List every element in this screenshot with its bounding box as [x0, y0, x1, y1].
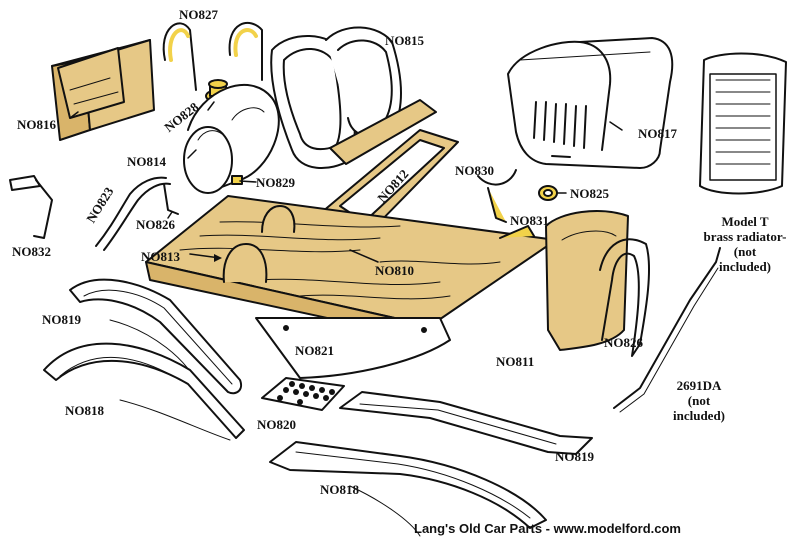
- fender-left: [43, 342, 245, 441]
- fender-right: [269, 441, 547, 537]
- radiator-note-line: (not: [733, 244, 757, 259]
- label-no826-left: NO826: [136, 217, 175, 232]
- leader-lines: [69, 101, 623, 263]
- label-no827: NO827: [179, 7, 218, 22]
- radiator-note-line: Model T: [721, 214, 769, 229]
- tool-box: [51, 39, 155, 141]
- brass-radiator: [699, 52, 787, 195]
- credit-text: Lang's Old Car Parts - www.modelford.com: [414, 521, 681, 536]
- part-2691da-note-line: included): [672, 408, 725, 423]
- label-no832: NO832: [12, 244, 51, 259]
- label-no820: NO820: [257, 417, 296, 432]
- label-no826-right: NO826: [604, 335, 643, 350]
- label-no825: NO825: [570, 186, 609, 201]
- radiator-note-line: included): [718, 259, 771, 274]
- hood: [507, 37, 674, 169]
- label-no814: NO814: [127, 154, 166, 169]
- splash-apron: [255, 317, 451, 379]
- label-no815: NO815: [385, 33, 424, 48]
- dash-panel: [545, 210, 629, 351]
- bracket: [9, 175, 53, 239]
- tank-straps: [162, 21, 263, 91]
- radiator-note-line: brass radiator-: [703, 229, 787, 244]
- part-2691da-note-line: 2691DA: [676, 378, 722, 393]
- radiator-note: Model T brass radiator- (not included): [690, 214, 800, 274]
- label-no818-left: NO818: [65, 403, 104, 418]
- label-no831: NO831: [510, 213, 549, 228]
- running-board-apron-right: [339, 391, 593, 455]
- dash-brace: [599, 238, 651, 357]
- pedal-plate-part: [477, 169, 517, 186]
- step-plate: [261, 377, 345, 411]
- label-no810: NO810: [375, 263, 414, 278]
- rod: [613, 247, 721, 409]
- seat-frame: [321, 129, 459, 233]
- part-2691da-note-line: (not: [687, 393, 711, 408]
- seat-cushions: [270, 26, 437, 170]
- label-no821: NO821: [295, 343, 334, 358]
- label-no819-right: NO819: [555, 449, 594, 464]
- label-no811: NO811: [496, 354, 535, 369]
- label-no813: NO813: [141, 249, 180, 264]
- label-no817: NO817: [638, 126, 677, 141]
- label-no830: NO830: [455, 163, 494, 178]
- label-no819-left: NO819: [42, 312, 81, 327]
- part-2691da-note: 2691DA (not included): [654, 378, 744, 423]
- label-no818-right: NO818: [320, 482, 359, 497]
- fuel-tank: [183, 83, 280, 194]
- running-board-apron-left: [69, 278, 242, 395]
- label-no816: NO816: [17, 117, 56, 132]
- label-no829: NO829: [256, 175, 295, 190]
